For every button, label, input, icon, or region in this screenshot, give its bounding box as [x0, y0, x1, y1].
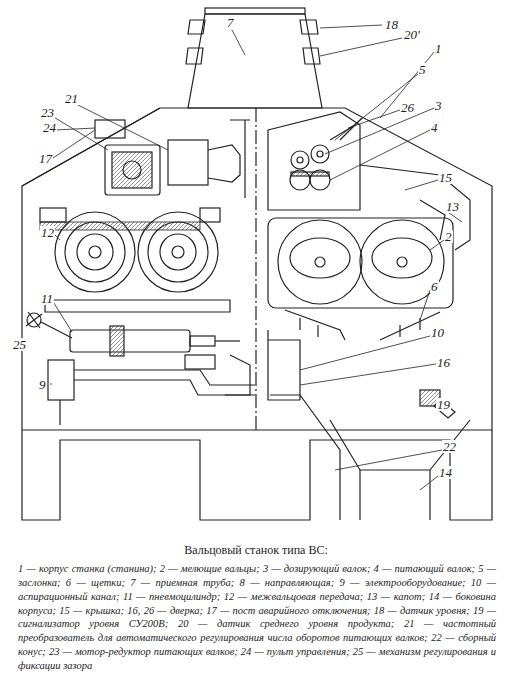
callout-number: 23	[40, 106, 55, 119]
callout-number: 5	[418, 63, 427, 76]
callout-number: 19	[436, 398, 451, 411]
callout-number: 3	[434, 99, 443, 112]
callout-number: 4	[430, 121, 439, 134]
callout-number: 25	[12, 338, 27, 351]
callout-number: 12	[40, 226, 55, 239]
callout-number: 6	[430, 280, 439, 293]
callout-number: 24	[42, 121, 57, 134]
roller-mill-drawing	[0, 0, 512, 540]
callout-number: 18	[384, 18, 399, 31]
callout-number: 9	[38, 378, 47, 391]
callout-number: 20'	[403, 28, 421, 41]
callout-number: 2	[444, 230, 453, 243]
callout-number: 21	[64, 92, 79, 105]
callout-number: 1	[434, 42, 443, 55]
callout-number: 7	[226, 16, 235, 29]
callout-number: 17	[38, 152, 53, 165]
callout-number: 11	[40, 292, 54, 305]
callout-number: 22	[442, 440, 457, 453]
callout-number: 16	[436, 356, 451, 369]
callout-number: 14	[438, 466, 453, 479]
callout-number: 15	[438, 171, 453, 184]
callout-number: 13	[445, 200, 460, 213]
figure-caption: 1 — корпус станка (станина); 2 — мелющие…	[18, 562, 496, 673]
callout-number: 26	[400, 101, 415, 114]
callout-number: 10	[430, 326, 445, 339]
figure-title: Вальцовый станок типа ВС:	[0, 543, 512, 558]
